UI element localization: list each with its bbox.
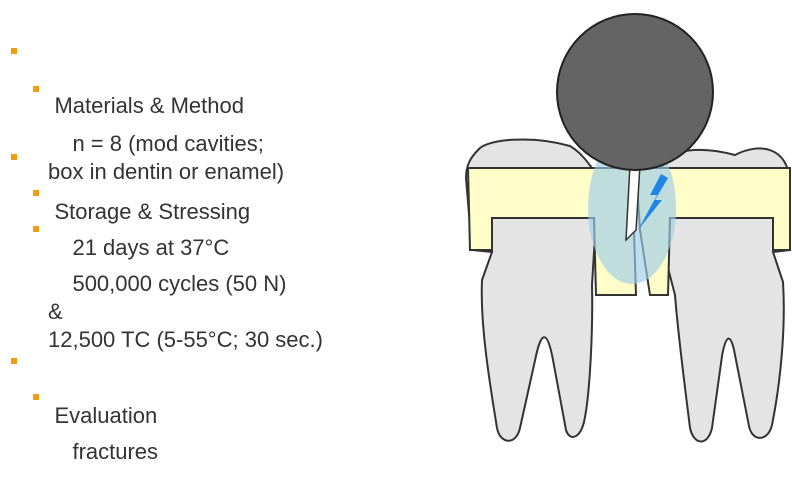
bullet-square: [11, 358, 17, 364]
tooth-load-diagram: [450, 0, 792, 450]
item-fractures: fractures: [48, 382, 158, 494]
loading-ball: [557, 14, 713, 170]
bullet-square: [33, 190, 39, 196]
item-text: 500,000 cycles (50 N) & 12,500 TC (5-55°…: [48, 271, 323, 352]
bullet-square: [33, 86, 39, 92]
bullet-square: [11, 48, 17, 54]
bullet-square: [33, 394, 39, 400]
bullet-square: [11, 154, 17, 160]
bullet-square: [33, 226, 39, 232]
item-text: fractures: [72, 439, 158, 464]
bullet-list: Materials & Method n = 8 (mod cavities; …: [0, 0, 430, 450]
